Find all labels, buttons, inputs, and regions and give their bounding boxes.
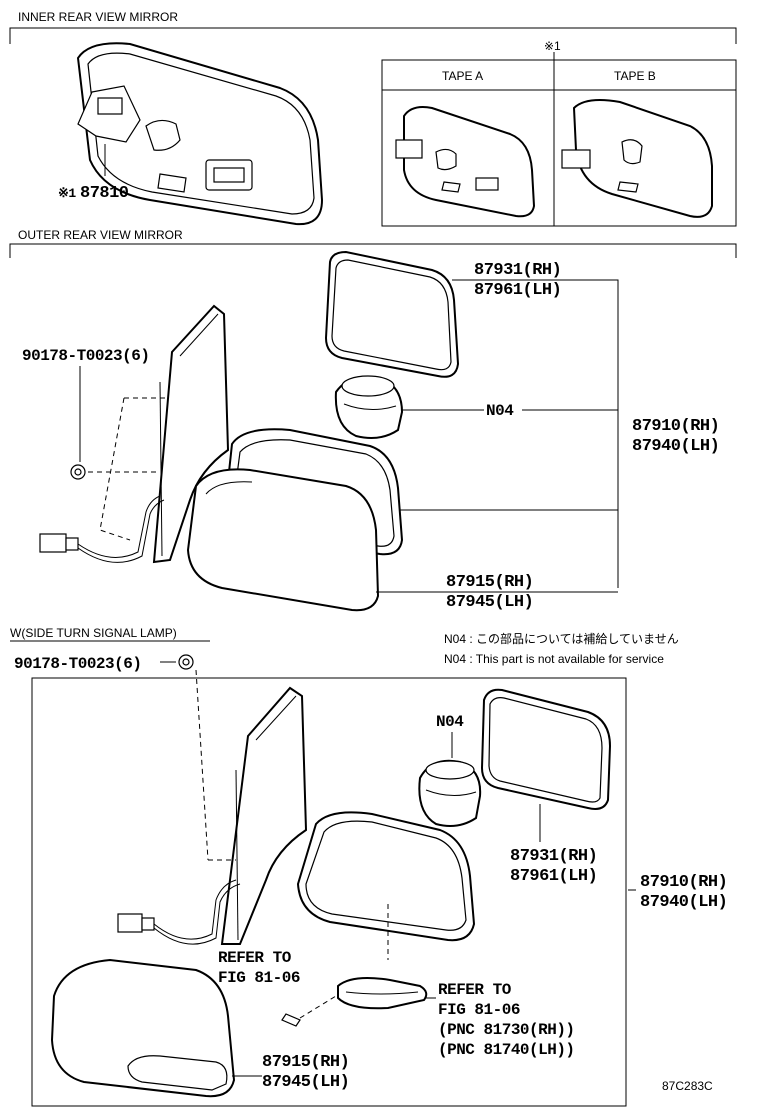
outer-wire-connector <box>39 495 165 563</box>
tape-box-mark: ※1 <box>544 39 561 53</box>
tape-box <box>381 59 737 227</box>
section-title-outer: OUTER REAR VIEW MIRROR <box>18 228 183 242</box>
outer-glass-lh: 87961(LH) <box>474 281 561 300</box>
outer-actuator-n04 <box>334 375 404 439</box>
tape-b-label: TAPE B <box>614 69 656 83</box>
side-refer1-line2: FIG 81-06 <box>218 969 300 987</box>
side-actuator-n04 <box>418 759 482 827</box>
tape-a-mirror-drawing <box>395 106 536 218</box>
side-dashed-guides <box>195 669 236 861</box>
outer-assy-lh: 87940(LH) <box>632 437 719 456</box>
side-assy-lh: 87940(LH) <box>640 893 727 912</box>
tape-b-mirror-drawing <box>561 99 713 218</box>
outer-glass-rh: 87931(RH) <box>474 261 561 280</box>
side-mirror-housing <box>296 811 476 942</box>
outer-cover-rh: 87915(RH) <box>446 573 533 592</box>
side-cover-lh: 87945(LH) <box>262 1073 349 1092</box>
side-screw <box>178 654 194 670</box>
note-english: N04 : This part is not available for ser… <box>444 652 664 666</box>
side-refer2-line3: (PNC 81730(RH)) <box>438 1021 575 1039</box>
outer-mirror-cover <box>186 468 380 612</box>
side-turn-signal-lamp <box>337 977 428 1010</box>
outer-mirror-glass-inner <box>331 259 452 371</box>
side-refer2-line4: (PNC 81740(LH)) <box>438 1041 575 1059</box>
leader-outer-glass <box>452 279 619 588</box>
side-screw-label: 90178-T0023(6) <box>14 655 141 673</box>
side-turn-box <box>31 677 627 1107</box>
side-n04-label: N04 <box>436 713 464 731</box>
side-mirror-base <box>220 686 308 945</box>
outer-n04-label: N04 <box>486 402 514 420</box>
outer-screw <box>70 464 86 480</box>
tape-a-label: TAPE A <box>442 69 483 83</box>
section-bracket-inner <box>9 27 737 44</box>
side-wire-connector <box>117 879 241 945</box>
side-cover-rh: 87915(RH) <box>262 1053 349 1072</box>
inner-mirror-mark: ※1 <box>58 186 76 201</box>
side-mirror-cover <box>50 958 236 1098</box>
section-title-side-turn: W(SIDE TURN SIGNAL LAMP) <box>10 626 177 640</box>
side-mirror-glass-inner <box>488 697 603 803</box>
side-glass-rh: 87931(RH) <box>510 847 597 866</box>
inner-mirror-part-number: 87810 <box>80 184 129 203</box>
figure-code: 87C283C <box>662 1079 713 1093</box>
outer-screw-label: 90178-T0023(6) <box>22 347 149 365</box>
outer-assy-rh: 87910(RH) <box>632 417 719 436</box>
side-refer1-line1: REFER TO <box>218 949 292 967</box>
side-assy-rh: 87910(RH) <box>640 873 727 892</box>
side-refer2-line1: REFER TO <box>438 981 512 999</box>
outer-dashed-guides <box>88 397 166 541</box>
section-bracket-outer <box>9 243 737 258</box>
side-lamp-screw <box>281 995 337 1027</box>
note-japanese: N04 : この部品については補給していません <box>444 631 679 646</box>
outer-cover-lh: 87945(LH) <box>446 593 533 612</box>
section-title-inner: INNER REAR VIEW MIRROR <box>18 10 178 24</box>
side-glass-lh: 87961(LH) <box>510 867 597 886</box>
inner-mirror-drawing <box>76 42 324 226</box>
outer-mirror-base <box>152 304 230 564</box>
side-refer2-line2: FIG 81-06 <box>438 1001 520 1019</box>
